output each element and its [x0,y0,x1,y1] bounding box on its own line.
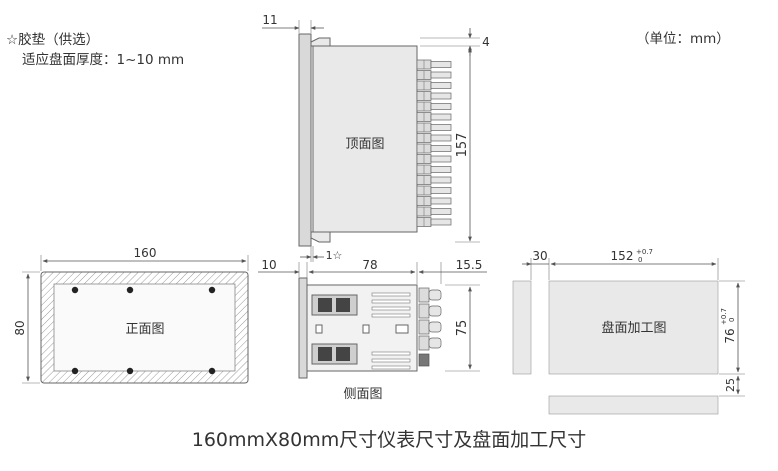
top-view-terminals [416,59,452,227]
dim-side-15-5: 15.5 [456,258,483,272]
side-terminal [418,335,442,351]
vent-slot [371,351,411,356]
screw-hole [208,367,216,375]
terminal-block [416,112,452,122]
terminal-block [416,80,452,91]
dim-cut-30: 30 [532,249,547,263]
dim-top-4: 4 [482,35,490,49]
terminal-block [416,133,452,143]
vent-slot [371,313,411,318]
terminal-block [416,175,452,185]
front-view-label: 正面图 [125,322,164,337]
vent-slot [371,306,411,311]
screw-hole [71,367,79,375]
panel-cutout: 盘面加工图 [512,280,719,415]
dim-front-80: 80 [13,320,27,335]
terminal-block [416,143,452,154]
panel-cutout-area [548,280,719,375]
vent-slot [371,365,411,370]
panel-cutout-dimensions: 30 152 +0.7 0 76 +0.7 0 25 [522,248,745,397]
front-view: 正面图 [40,271,249,384]
side-terminal-foot [418,353,430,367]
side-view-terminals [418,287,442,367]
panel-thickness-note: 适应盘面厚度：1~10 mm [22,52,185,68]
side-view-dimensions: 10 78 15.5 75 [258,258,487,372]
top-view: 顶面图 [298,33,452,247]
side-view: 侧面图 [298,277,442,402]
panel-bottom-strip [548,395,719,415]
top-view-dimensions: 11 4 157 1☆ [262,13,490,262]
side-terminal [418,303,442,319]
terminal-block [416,154,452,164]
vent-slot [371,292,411,297]
terminal-block [416,196,452,206]
dim-top-1star: 1☆ [326,249,343,262]
terminal-block [416,164,452,175]
dim-top-11: 11 [262,13,277,27]
screw-hole [126,286,134,294]
dim-cut-152-tol-upper: +0.7 [636,248,653,256]
dim-cut-76: 76 [723,328,737,343]
dim-cut-152: 152 [611,249,634,263]
screw-hole [71,286,79,294]
dim-cut-76-tol-upper: +0.7 [720,308,728,325]
dim-side-78: 78 [362,258,377,272]
unit-note: （单位：mm） [636,31,730,47]
front-view-window [53,283,236,372]
terminal-block [416,101,452,112]
terminal-block [416,122,452,133]
side-view-bezel [298,277,308,379]
gasket-note: ☆胶垫（供选） [6,32,100,48]
side-view-label: 侧面图 [343,387,382,402]
terminal-block [416,91,452,101]
top-view-body [312,45,418,233]
dim-side-75: 75 [455,320,470,337]
terminal-block [416,206,452,217]
side-terminal [418,319,442,335]
top-view-gasket-bottom [310,231,331,243]
screw-hole [208,286,216,294]
dim-cut-25: 25 [724,378,737,392]
dim-cut-76-tol-lower: 0 [728,318,736,322]
dim-side-10: 10 [261,258,276,272]
vent-slot [371,358,411,363]
terminal-block [416,70,452,80]
dim-cut-152-tol-lower: 0 [638,256,642,264]
top-view-bezel [298,33,312,247]
side-view-slots [371,292,411,370]
dim-front-160: 160 [134,246,157,260]
figure-caption: 160mmX80mm尺寸仪表尺寸及盘面加工尺寸 [191,429,587,451]
top-view-label: 顶面图 [345,137,384,152]
terminal-block [416,185,452,196]
screw-hole [126,367,134,375]
side-terminal [418,287,442,303]
dim-top-157: 157 [455,133,470,158]
front-view-dimensions: 160 80 [13,246,249,384]
top-view-gasket-top [310,37,331,47]
terminal-block [416,59,452,70]
vent-slot [371,299,411,304]
panel-cutout-label: 盘面加工图 [601,320,666,336]
terminal-block [416,217,452,227]
panel-left-strip [512,280,532,375]
front-view-screws [71,286,216,375]
